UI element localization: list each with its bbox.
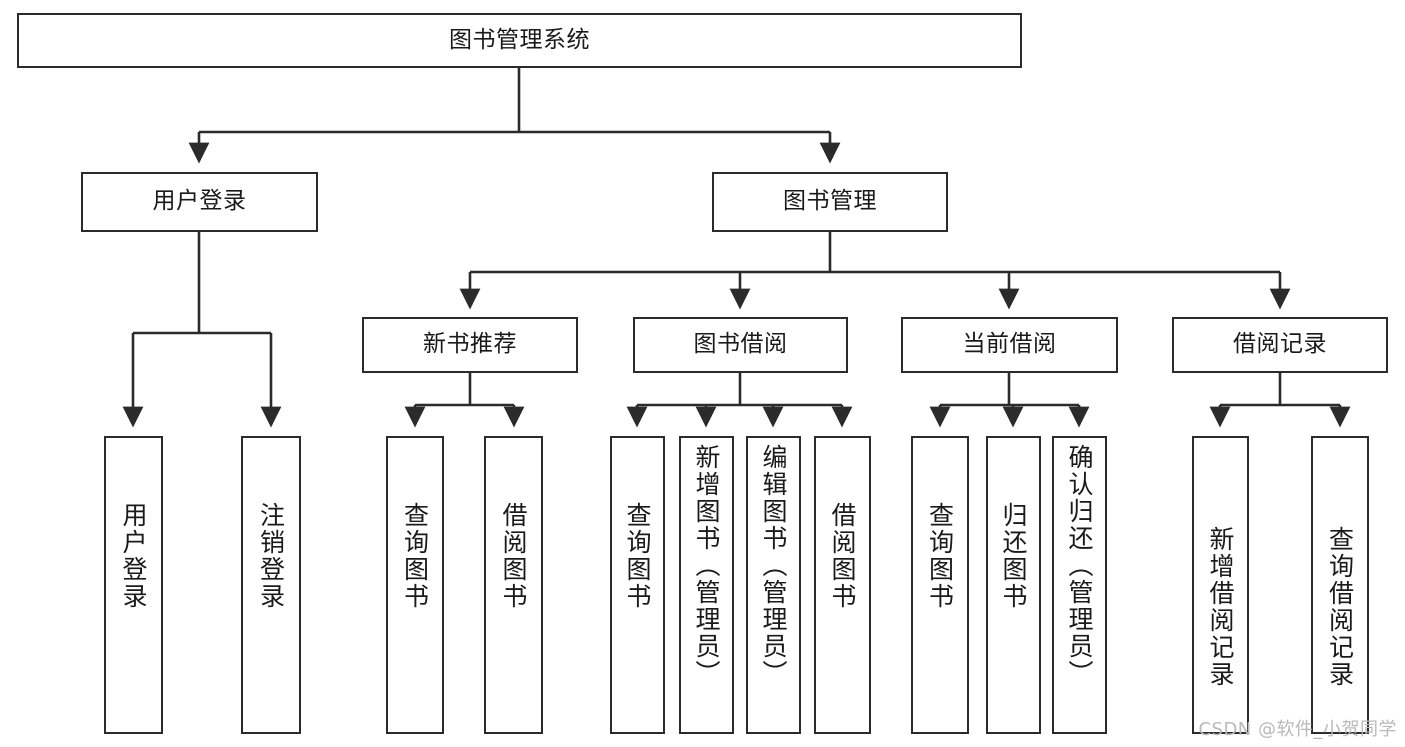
node-leaf-user-login[interactable]: 用户登录 [104, 436, 163, 734]
node-leaf-query-book-1-label: 查询图书 [400, 502, 430, 610]
node-borrow-record[interactable]: 借阅记录 [1172, 317, 1388, 373]
node-root-label: 图书管理系统 [449, 26, 590, 53]
node-leaf-add-record[interactable]: 新增借阅记录 [1192, 436, 1249, 734]
node-book-manage-label: 图书管理 [783, 188, 877, 215]
node-current-borrow-label: 当前借阅 [962, 331, 1057, 358]
node-leaf-query-book-3[interactable]: 查询图书 [911, 436, 969, 734]
node-leaf-edit-book[interactable]: 编辑图书（管理员） [746, 436, 801, 734]
node-leaf-query-book-3-label: 查询图书 [925, 502, 955, 610]
node-leaf-add-book-label: 新增图书（管理员） [692, 444, 721, 687]
node-leaf-borrow-book-2-label: 借阅图书 [828, 502, 857, 610]
node-book-borrow-label: 图书借阅 [693, 331, 788, 358]
node-leaf-query-book-1[interactable]: 查询图书 [386, 436, 444, 734]
node-leaf-query-book-2[interactable]: 查询图书 [610, 436, 665, 734]
node-leaf-borrow-book-1-label: 借阅图书 [499, 502, 528, 610]
node-leaf-logout-label: 注销登录 [256, 502, 286, 610]
node-leaf-return-book[interactable]: 归还图书 [986, 436, 1041, 734]
node-current-borrow[interactable]: 当前借阅 [901, 317, 1118, 373]
node-leaf-add-book[interactable]: 新增图书（管理员） [679, 436, 734, 734]
node-leaf-logout[interactable]: 注销登录 [241, 436, 301, 734]
node-borrow-record-label: 借阅记录 [1233, 331, 1327, 358]
node-book-manage[interactable]: 图书管理 [712, 172, 948, 232]
node-new-book-rec-label: 新书推荐 [423, 331, 517, 358]
node-leaf-query-book-2-label: 查询图书 [623, 502, 652, 610]
node-leaf-query-record[interactable]: 查询借阅记录 [1311, 436, 1369, 734]
node-root[interactable]: 图书管理系统 [17, 13, 1022, 68]
node-leaf-confirm-return-label: 确认归还（管理员） [1065, 444, 1094, 687]
node-leaf-user-login-label: 用户登录 [119, 502, 148, 610]
node-new-book-rec[interactable]: 新书推荐 [362, 317, 578, 373]
node-leaf-confirm-return[interactable]: 确认归还（管理员） [1052, 436, 1107, 734]
watermark: CSDN @软件_小贺同学 [1198, 719, 1397, 740]
node-leaf-query-record-label: 查询借阅记录 [1325, 526, 1355, 688]
node-leaf-edit-book-label: 编辑图书（管理员） [759, 444, 788, 687]
node-leaf-add-record-label: 新增借阅记录 [1206, 526, 1235, 688]
node-user-login[interactable]: 用户登录 [81, 172, 318, 232]
node-leaf-borrow-book-1[interactable]: 借阅图书 [484, 436, 543, 734]
node-leaf-borrow-book-2[interactable]: 借阅图书 [814, 436, 871, 734]
node-user-login-label: 用户登录 [152, 188, 247, 215]
node-leaf-return-book-label: 归还图书 [999, 502, 1028, 610]
node-book-borrow[interactable]: 图书借阅 [633, 317, 848, 373]
